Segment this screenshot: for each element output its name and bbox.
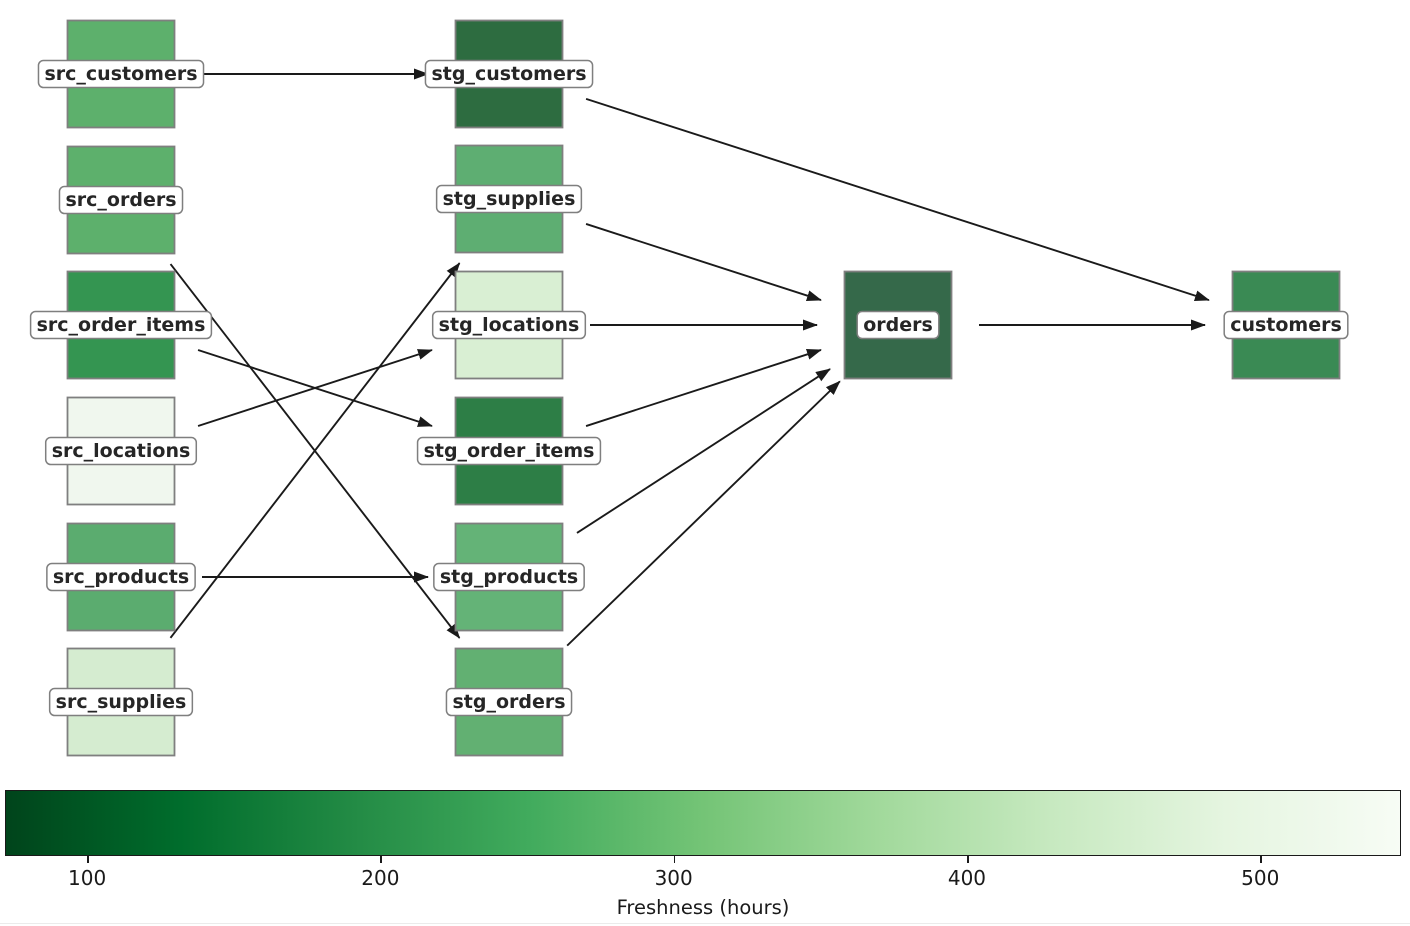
node-label-text-src_supplies: src_supplies (56, 691, 187, 713)
node-label-box-stg_locations (431, 310, 587, 340)
colorbar-tick-label-100: 100 (68, 866, 107, 890)
node-label-stg_orders: stg_orders (445, 687, 573, 717)
edge-stg_order_items-to-orders (585, 349, 822, 427)
node-label-stg_customers: stg_customers (424, 59, 594, 89)
node-label-box-src_customers (37, 59, 205, 89)
node-label-stg_locations: stg_locations (431, 310, 587, 340)
colorbar-gradient (5, 790, 1401, 856)
colorbar-tick-mark-500 (1260, 856, 1262, 863)
edge-stg_orders-to-orders (566, 380, 841, 647)
node-labels-layer: src_customers src_orders src_order_itemssr… (29, 59, 1349, 717)
node-label-text-src_orders: src_orders (65, 189, 176, 211)
node-label-stg_order_items: stg_order_items (416, 436, 602, 466)
node-label-text-stg_orders: stg_orders (452, 691, 565, 713)
node-label-box-stg_customers (424, 59, 594, 89)
node-label-box-src_products (46, 562, 196, 592)
colorbar-tick-label-500: 500 (1241, 866, 1280, 890)
node-label-text-stg_order_items: stg_order_items (424, 440, 595, 462)
node-label-src_customers: src_customers (37, 59, 205, 89)
node-label-text-src_products: src_products (53, 566, 189, 588)
node-label-box-src_locations (44, 436, 198, 466)
figure-bottom-rule (0, 923, 1410, 924)
colorbar-tick-mark-200 (380, 856, 382, 863)
node-label-text-stg_supplies: stg_supplies (443, 188, 576, 210)
colorbar-tick-mark-100 (87, 856, 89, 863)
node-label-customers: customers (1223, 310, 1349, 340)
edge-stg_supplies-to-orders (585, 223, 822, 301)
node-label-text-stg_customers: stg_customers (431, 63, 586, 85)
node-label-box-src_order_items (29, 310, 213, 340)
node-label-box-customers (1223, 310, 1349, 340)
node-label-src_locations: src_locations (44, 436, 198, 466)
colorbar-axis-label: Freshness (hours) (616, 896, 790, 919)
node-label-text-stg_locations: stg_locations (439, 314, 580, 336)
colorbar-tick-mark-300 (673, 856, 676, 863)
node-label-text-customers: customers (1230, 314, 1342, 336)
lineage-graph: src_customers src_orders src_order_itemssr… (29, 19, 1349, 757)
edge-stg_customers-to-customers (585, 97, 1210, 302)
node-label-src_orders: src_orders (58, 185, 184, 215)
edge-src_locations-to-stg_locations (197, 349, 433, 427)
edge-stg_products-to-orders (576, 368, 831, 534)
node-label-src_supplies: src_supplies (48, 687, 194, 717)
edges-layer (169, 68, 1210, 647)
node-label-stg_supplies: stg_supplies (435, 184, 583, 214)
colorbar-tick-label-200: 200 (361, 866, 400, 890)
node-label-src_order_items: src_order_items (29, 310, 213, 340)
node-label-stg_products: stg_products (433, 562, 585, 592)
node-label-box-src_supplies (48, 687, 194, 717)
node-label-orders: orders (856, 310, 940, 340)
node-label-box-stg_orders (445, 687, 573, 717)
node-label-src_products: src_products (46, 562, 196, 592)
edge-src_supplies-to-stg_supplies (169, 262, 461, 639)
node-label-box-stg_order_items (416, 436, 602, 466)
node-label-box-stg_supplies (435, 184, 583, 214)
node-label-text-orders: orders (863, 314, 933, 336)
node-label-text-src_order_items: src_order_items (37, 314, 206, 336)
node-label-text-src_customers: src_customers (44, 63, 197, 85)
node-label-box-stg_products (433, 562, 585, 592)
node-label-text-stg_products: stg_products (440, 566, 578, 588)
node-label-box-orders (856, 310, 940, 340)
colorbar-tick-mark-400 (966, 856, 969, 863)
colorbar-tick-label-400: 400 (947, 866, 987, 890)
node-label-text-src_locations: src_locations (52, 440, 191, 462)
colorbar-tick-label-300: 300 (654, 866, 693, 890)
node-label-box-src_orders (58, 185, 184, 215)
